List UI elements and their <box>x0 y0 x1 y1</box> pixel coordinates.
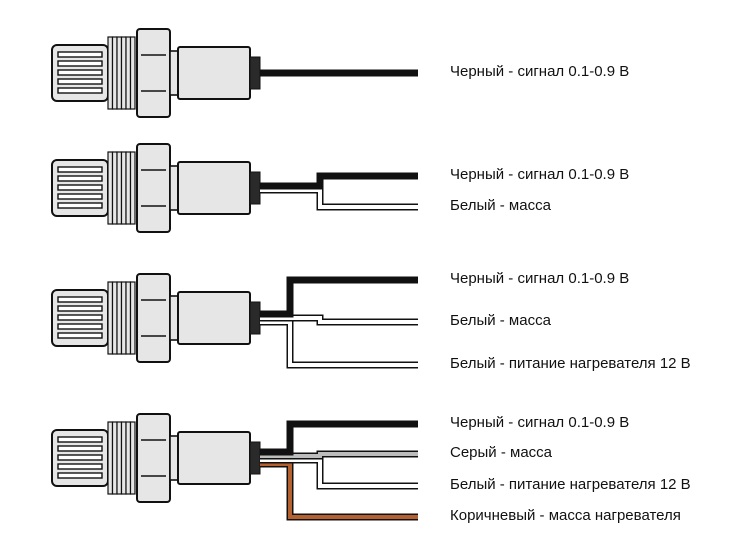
thread-ring <box>125 151 132 225</box>
body-step <box>169 435 179 481</box>
wire-white <box>260 188 418 209</box>
probe-slot <box>57 472 103 479</box>
thread-ring <box>116 421 123 495</box>
probe-slot <box>57 87 103 94</box>
wire-white-outline <box>260 318 418 369</box>
probe-slot <box>57 78 103 85</box>
probe-slot <box>57 166 103 173</box>
probe-slot <box>57 184 103 191</box>
probe-slot <box>57 454 103 461</box>
thread-ring <box>129 151 136 225</box>
thread-ring <box>125 36 132 110</box>
sensor-body <box>177 46 251 100</box>
probe-slot <box>57 193 103 200</box>
wire-brown <box>260 462 418 519</box>
body-step <box>169 165 179 211</box>
thread-ring <box>111 36 118 110</box>
hex-nut <box>136 273 171 363</box>
thread-ring <box>125 421 132 495</box>
probe-slot <box>57 305 103 312</box>
probe-slot <box>57 69 103 76</box>
wire-white <box>260 316 418 324</box>
wire-black-outline <box>260 420 418 456</box>
sensor-body <box>177 291 251 345</box>
thread-ring <box>120 421 127 495</box>
thread-ring <box>129 421 136 495</box>
cable-boot <box>249 171 261 205</box>
probe-slot <box>57 60 103 67</box>
probe-slot <box>57 202 103 209</box>
thread-ring <box>120 151 127 225</box>
wire-black <box>260 422 418 454</box>
wire-label: Черный - сигнал 0.1-0.9 В <box>450 414 630 431</box>
wire-white-outline <box>260 186 418 211</box>
thread-ring <box>107 151 114 225</box>
thread-ring <box>111 151 118 225</box>
thread-ring <box>111 281 118 355</box>
wire-label: Белый - масса <box>450 197 551 214</box>
wire-label: Черный - сигнал 0.1-0.9 В <box>450 166 630 183</box>
thread-ring <box>107 421 114 495</box>
wire-label: Черный - сигнал 0.1-0.9 В <box>450 270 630 287</box>
thread-ring <box>116 281 123 355</box>
wire-label: Черный - сигнал 0.1-0.9 В <box>450 63 630 80</box>
sensor-4 <box>51 413 418 521</box>
probe-slot <box>57 51 103 58</box>
probe-slot <box>57 436 103 443</box>
wire-grey <box>260 452 418 458</box>
wire-black <box>260 278 418 316</box>
thread-ring <box>107 281 114 355</box>
thread-ring <box>107 36 114 110</box>
sensor-2 <box>51 143 418 233</box>
wire-white <box>260 458 418 488</box>
sensor-body <box>177 161 251 215</box>
thread-ring <box>120 36 127 110</box>
wire-black <box>260 174 418 188</box>
probe-slot <box>57 332 103 339</box>
wire-label: Белый - питание нагревателя 12 В <box>450 476 691 493</box>
hex-nut <box>136 143 171 233</box>
probe-slot <box>57 323 103 330</box>
sensor-body <box>177 431 251 485</box>
wire-label: Серый - масса <box>450 444 553 461</box>
thread-ring <box>116 151 123 225</box>
thread-ring <box>129 281 136 355</box>
hex-nut <box>136 28 171 118</box>
wire-label: Белый - масса <box>450 312 551 329</box>
probe-slot <box>57 175 103 182</box>
cable-boot <box>249 301 261 335</box>
wire-brown-outline <box>260 460 418 521</box>
probe-slot <box>57 314 103 321</box>
sensor-1 <box>51 28 418 118</box>
body-step <box>169 295 179 341</box>
hex-nut <box>136 413 171 503</box>
cable-boot <box>249 56 261 90</box>
thread-ring <box>120 281 127 355</box>
wire-black-outline <box>260 276 418 318</box>
sensor-3 <box>51 273 418 369</box>
thread-ring <box>129 36 136 110</box>
wire-white <box>260 320 418 367</box>
probe-slot <box>57 445 103 452</box>
probe-slot <box>57 463 103 470</box>
probe-slot <box>57 296 103 303</box>
wire-label: Коричневый - масса нагревателя <box>450 507 681 524</box>
body-step <box>169 50 179 96</box>
thread-ring <box>111 421 118 495</box>
thread-ring <box>125 281 132 355</box>
thread-ring <box>116 36 123 110</box>
wire-label: Белый - питание нагревателя 12 В <box>450 355 691 372</box>
cable-boot <box>249 441 261 475</box>
